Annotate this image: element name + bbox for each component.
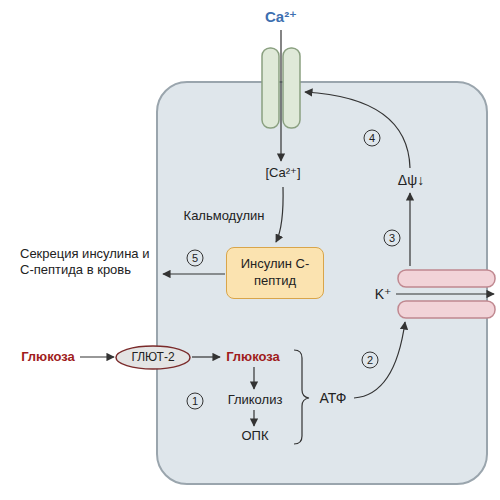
callout-number: 2 bbox=[362, 352, 379, 369]
node-text: Инсулин С-пептид bbox=[235, 256, 315, 290]
glucose-label: Глюкоза bbox=[226, 349, 280, 365]
potassium-channel bbox=[398, 301, 495, 318]
channel-opening-arrow bbox=[305, 92, 410, 168]
transporter-ellipse bbox=[116, 346, 190, 369]
callout-number: 1 bbox=[187, 393, 204, 410]
atp-label: АТФ bbox=[320, 390, 347, 407]
glucose-arrow bbox=[192, 356, 220, 357]
calmodulin-arrow bbox=[276, 187, 283, 242]
callout-number: 3 bbox=[384, 230, 401, 247]
glycolysis-arrow bbox=[253, 367, 254, 389]
concentration-label: [Ca²⁺] bbox=[265, 165, 300, 181]
granule-box: Инсулин С-пептид bbox=[226, 247, 324, 299]
ion-label: Ca²⁺ bbox=[265, 8, 297, 26]
transporter-ellipse: ГЛЮТ-2 bbox=[115, 345, 191, 370]
product-label: ОПК bbox=[241, 428, 268, 444]
process-label: Гликолиз bbox=[228, 392, 283, 408]
glucose-arrow bbox=[80, 356, 114, 357]
glycolysis-arrow bbox=[253, 410, 254, 426]
bracket bbox=[294, 350, 309, 444]
protein-label: Кальмодулин bbox=[184, 208, 265, 224]
calcium-channel bbox=[262, 48, 279, 128]
secretion-label: Секреция инсулина и С-пептида в кровь bbox=[20, 246, 158, 277]
ion-label: K⁺ bbox=[375, 286, 392, 303]
depolarization-arrow bbox=[409, 193, 410, 266]
callout-number: 4 bbox=[364, 130, 381, 147]
atp-arrow bbox=[354, 322, 405, 398]
potassium-flow-arrow bbox=[396, 293, 494, 294]
glucose-label: Глюкоза bbox=[21, 349, 75, 365]
calcium-channel bbox=[283, 48, 300, 128]
potassium-channel bbox=[398, 270, 495, 287]
node-text: ГЛЮТ-2 bbox=[131, 350, 175, 364]
calcium-flow-arrow bbox=[280, 30, 281, 161]
callout-number: 5 bbox=[187, 250, 204, 267]
secretion-arrow bbox=[163, 273, 225, 274]
potential-label: Δψ↓ bbox=[398, 172, 424, 189]
